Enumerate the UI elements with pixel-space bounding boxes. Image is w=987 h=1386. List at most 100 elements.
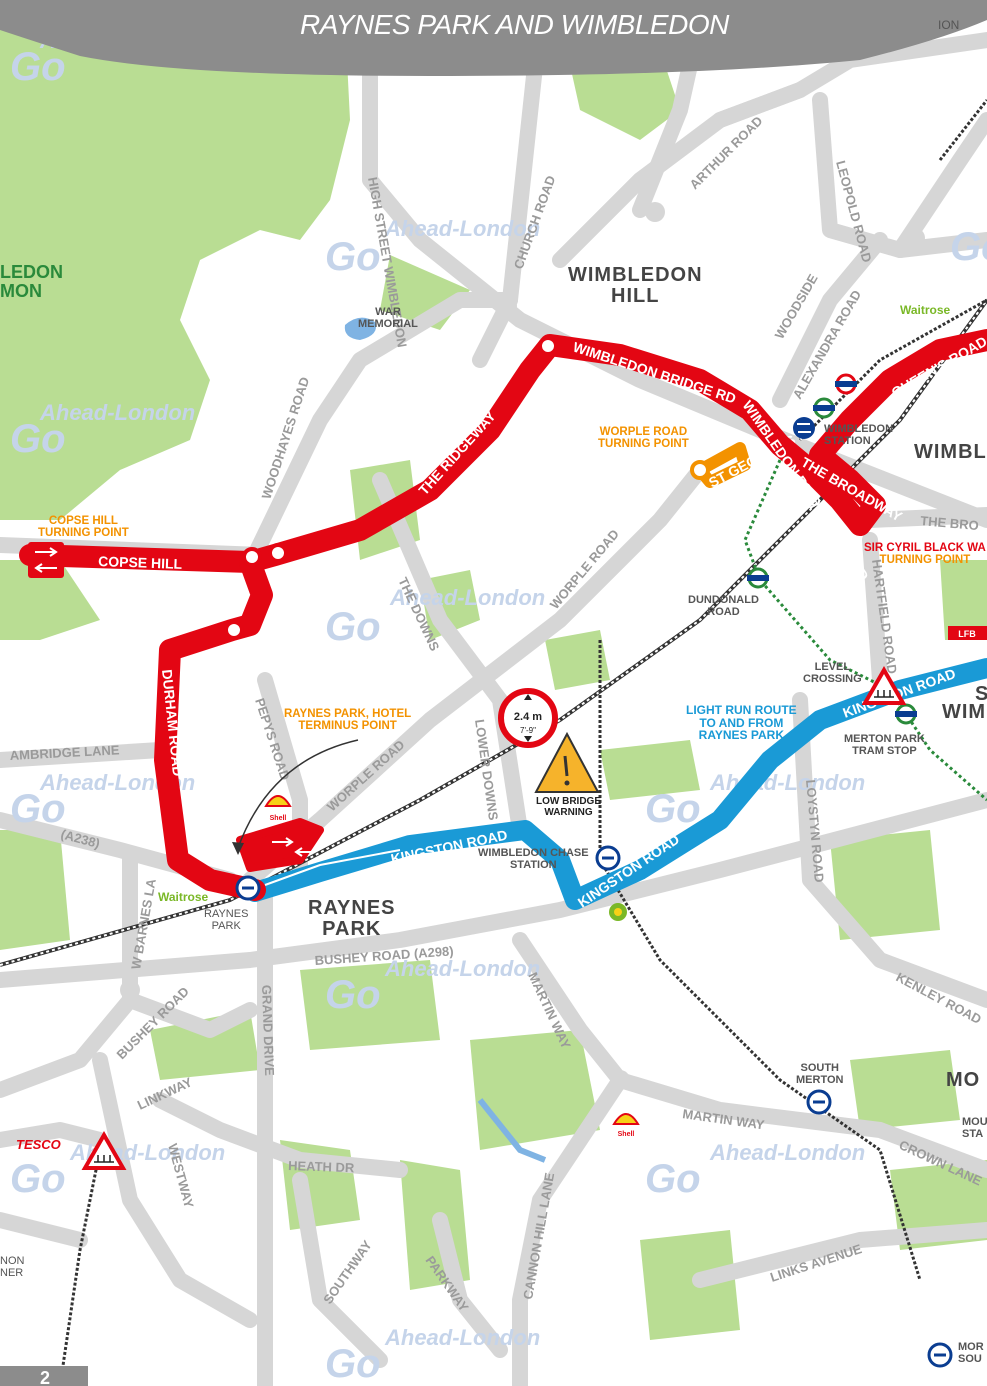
header-edge-fragment: ION bbox=[938, 18, 960, 32]
bp-logo-icon bbox=[609, 903, 627, 921]
waitrose-label: Waitrose bbox=[900, 303, 951, 317]
lfb-label: LFB bbox=[958, 629, 976, 639]
page-number: 2 bbox=[40, 1368, 50, 1386]
place-label-line: WIMBLEDON bbox=[824, 423, 894, 435]
stations: 2.4 m 7'-9" Shell Shell LFB bbox=[81, 373, 987, 1368]
green-spaces bbox=[0, 20, 987, 1340]
page-tab bbox=[0, 1366, 88, 1386]
watermark-mark: Go bbox=[10, 1157, 66, 1201]
callout-sir-cyril-black-turning-point: SIR CYRIL BLACK WA TURNING POINT bbox=[864, 542, 986, 566]
south-green-2 bbox=[640, 1230, 740, 1340]
callout-raynes-park-hotel-terminus: RAYNES PARK, HOTEL TERMINUS POINT bbox=[284, 708, 411, 732]
wimbledon-common-park bbox=[0, 20, 350, 520]
left-edge-label: NON NER bbox=[0, 1255, 24, 1279]
area-label-line: RAYNES bbox=[308, 897, 396, 919]
area-label-common: LEDON MON bbox=[0, 263, 63, 301]
area-label-morden-edge: MO bbox=[946, 1069, 981, 1091]
rail-station-icon bbox=[927, 1342, 953, 1368]
east-green-1 bbox=[830, 830, 940, 940]
tram-roundel-icon bbox=[895, 703, 917, 725]
watermark-brand: Ahead-London bbox=[389, 585, 545, 610]
callout-line: TURNING POINT bbox=[879, 554, 971, 567]
place-label-war-memorial: WAR MEMORIAL bbox=[358, 306, 418, 330]
level-crossing-warning-icon bbox=[81, 1130, 127, 1170]
callout-copse-hill-turning-point: COPSE HILL TURNING POINT bbox=[38, 515, 129, 539]
rail-station-icon bbox=[235, 875, 261, 901]
area-label-line: MON bbox=[0, 280, 42, 301]
tram-roundel-icon bbox=[747, 567, 769, 589]
area-label-line: PARK bbox=[322, 918, 382, 940]
terminus-arrow bbox=[237, 739, 359, 849]
right-edge-label: MOU STA bbox=[962, 1116, 987, 1140]
place-label-line: TRAM STOP bbox=[852, 744, 917, 757]
edge-label-line: SOU bbox=[958, 1352, 982, 1365]
place-label-raynes-park-station: RAYNES PARK bbox=[204, 908, 248, 932]
height-limit-imperial: 7'-9" bbox=[520, 726, 536, 735]
place-label-line: MEMORIAL bbox=[358, 317, 418, 330]
place-label-line: CROSSING bbox=[803, 672, 862, 685]
watermarks: Ahead-London Go Ahead-London Go Ahead-Lo… bbox=[10, 28, 987, 1386]
road-label-the-broadway-2: THE BRO bbox=[920, 513, 980, 533]
route-label-wimbledon-bridge-rd: WIMBLEDON BRIDGE RD bbox=[571, 339, 738, 407]
place-label-level-crossing: LEVEL CROSSING bbox=[803, 661, 862, 685]
area-label-wimbledon-hill: WIMBLEDON HILL bbox=[568, 265, 703, 307]
shell-label: Shell bbox=[618, 1131, 635, 1138]
height-limit-metric: 2.4 m bbox=[514, 711, 542, 723]
callout-line: TURNING POINT bbox=[598, 438, 689, 451]
area-label-wim-edge: WIM bbox=[942, 701, 987, 723]
place-label-line: SOUTH bbox=[800, 1062, 839, 1074]
place-label-line: MERTON bbox=[796, 1073, 844, 1086]
route-label-copse-hill: COPSE HILL bbox=[98, 553, 183, 572]
rail-station-icon bbox=[595, 845, 621, 871]
callout-line: COPSE HILL bbox=[48, 515, 118, 527]
national-rail-icon bbox=[793, 417, 815, 439]
callout-line: RAYNES PARK bbox=[698, 728, 785, 743]
road-label-leopold-road: LEOPOLD ROAD bbox=[833, 159, 875, 264]
watermark-mark: Go bbox=[325, 973, 381, 1017]
watermark-brand: Ahead-London bbox=[384, 216, 540, 241]
east-green-4 bbox=[940, 560, 987, 640]
area-label-wimbledon-edge: WIMBL bbox=[914, 441, 987, 463]
callout-light-run-route: LIGHT RUN ROUTE TO AND FROM RAYNES PARK bbox=[686, 704, 797, 742]
road-label-worple-road-2: WORPLE ROAD bbox=[324, 737, 408, 814]
low-bridge-warning-icon bbox=[534, 731, 600, 793]
callout-line: LIGHT RUN ROUTE bbox=[686, 703, 797, 717]
chase-green bbox=[600, 740, 700, 800]
terminus-arrowhead bbox=[232, 842, 244, 855]
callout-line: RAYNES PARK, HOTEL bbox=[284, 708, 412, 720]
tesco-label: TESCO bbox=[16, 1137, 61, 1152]
lfb-logo-icon bbox=[948, 626, 987, 640]
watermark-brand: Ahead-London bbox=[709, 1140, 865, 1165]
sw-green bbox=[0, 830, 70, 950]
watermark-mark: Go bbox=[325, 1342, 381, 1386]
edge-label-line: STA bbox=[962, 1127, 984, 1140]
place-label-line: DUNDONALD bbox=[688, 594, 759, 606]
watermark-mark: Go bbox=[645, 1157, 701, 1201]
area-label-line: LEDON bbox=[0, 262, 63, 282]
road-label-southway: SOUTHWAY bbox=[320, 1237, 375, 1306]
callout-line: TO AND FROM bbox=[699, 715, 784, 730]
place-label-south-merton: SOUTH MERTON bbox=[796, 1062, 844, 1086]
edge-label-line: NER bbox=[0, 1266, 24, 1279]
pond bbox=[344, 317, 376, 340]
martin-green bbox=[470, 1030, 600, 1150]
shell-logo-icon bbox=[264, 795, 292, 807]
raynes-green-1 bbox=[300, 960, 440, 1050]
underground-roundel-icon bbox=[835, 373, 857, 395]
height-restriction-sign-icon bbox=[498, 688, 558, 748]
area-label-line: HILL bbox=[611, 285, 660, 307]
header-band bbox=[0, 0, 987, 76]
watermark-brand: Ahead-London bbox=[384, 1325, 540, 1350]
shell-logo-icon bbox=[612, 1113, 640, 1125]
callout-line: TERMINUS POINT bbox=[298, 720, 397, 733]
callout-worple-road-turning-point: WORPLE ROAD TURNING POINT bbox=[598, 426, 689, 450]
place-label-wimbledon-chase: WIMBLEDON CHASE STATION bbox=[478, 847, 589, 871]
place-label-line: ROAD bbox=[707, 605, 740, 618]
callout-low-bridge-warning: LOW BRIDGE WARNING bbox=[536, 796, 601, 818]
map-subtitle: RAYNES PARK AND WIMBLEDON bbox=[300, 9, 729, 40]
watermark-mark: Go bbox=[10, 417, 66, 461]
road-label-heath-dr: HEATH DR bbox=[288, 1158, 355, 1175]
place-label-merton-park: MERTON PARK TRAM STOP bbox=[844, 733, 925, 757]
